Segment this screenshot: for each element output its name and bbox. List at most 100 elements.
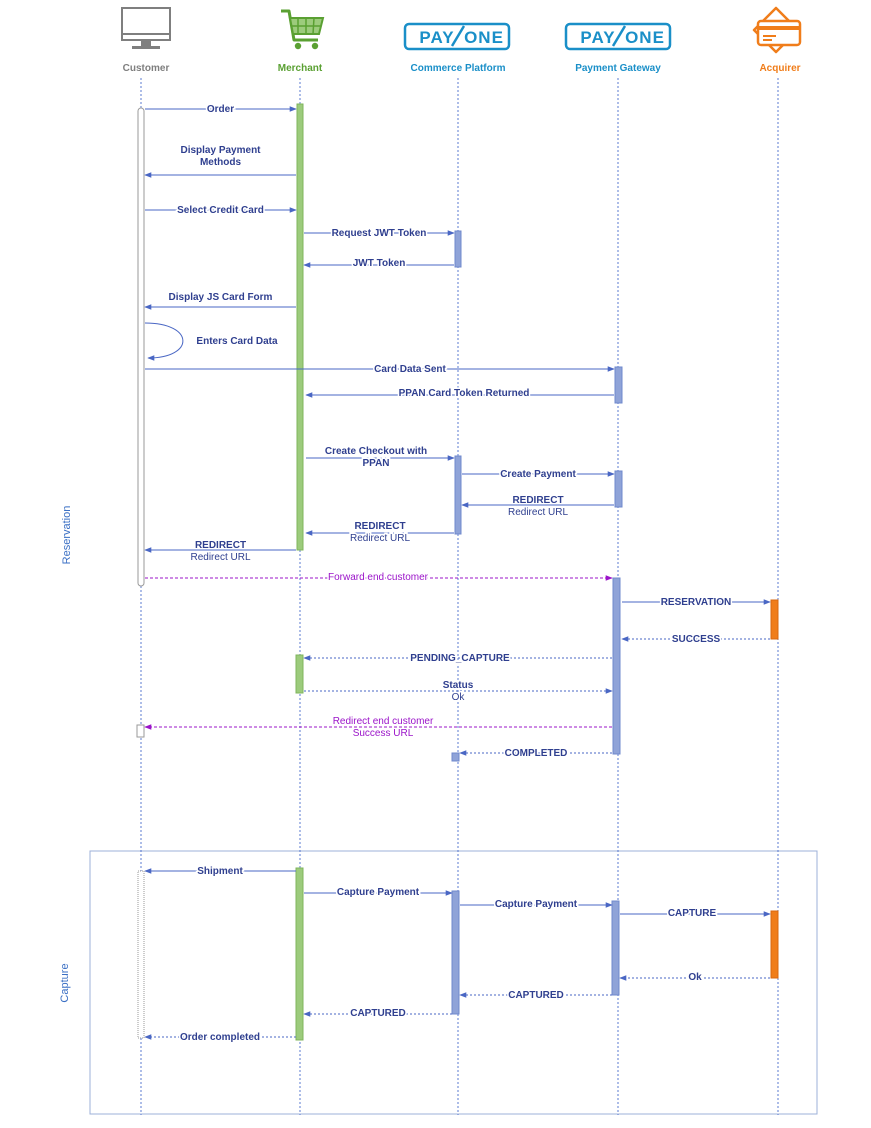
message-reservation: RESERVATION: [622, 596, 771, 610]
message-label: CAPTURED: [508, 990, 564, 1001]
message-label: Methods: [200, 157, 242, 168]
message-label: Display JS Card Form: [169, 292, 273, 303]
activation-bar-gateway: [611, 900, 620, 996]
message-label: Create Checkout with: [325, 446, 427, 457]
message-label: REDIRECT: [512, 495, 563, 506]
message-card-data-sent: Card Data Sent: [145, 363, 615, 377]
message-label: CAPTURED: [350, 1008, 406, 1019]
message-label: Ok: [688, 972, 702, 983]
frame-label-capture: Capture: [59, 963, 71, 1002]
message-label: Select Credit Card: [177, 205, 264, 216]
activation-bar-gateway: [612, 577, 621, 755]
message-capture: CAPTURE: [620, 907, 771, 921]
activation-bar-acquirer: [770, 599, 779, 640]
message-request-jwt-token: Request JWT Token: [304, 227, 455, 241]
message-captured-gw: CAPTURED: [459, 989, 612, 1003]
message-label: Display Payment: [180, 145, 261, 156]
message-label: Redirect URL: [508, 507, 568, 518]
message-capture-payment-1: Capture Payment: [304, 886, 453, 900]
message-label: REDIRECT: [195, 540, 246, 551]
activation-bar-commerce: [454, 455, 462, 535]
credit-card-icon: [752, 6, 802, 54]
message-label: Capture Payment: [337, 887, 420, 898]
message-pending-capture: PENDING_CAPTURE: [303, 652, 612, 666]
message-enters-card-data: Enters Card Data: [144, 322, 280, 361]
activation-bar-commerce: [451, 890, 460, 1015]
message-label: Redirect URL: [350, 533, 410, 544]
message-label: Redirect end customer: [333, 716, 434, 727]
actor-name-customer: Customer: [123, 63, 170, 74]
message-label: Capture Payment: [495, 899, 578, 910]
message-captured-cp: CAPTURED: [303, 1007, 452, 1021]
message-ok: Ok: [619, 971, 770, 985]
message-label: SUCCESS: [672, 634, 721, 645]
message-label: Create Payment: [500, 469, 576, 480]
message-order: Order: [145, 103, 297, 117]
monitor-icon: [121, 7, 171, 49]
message-select-credit-card: Select Credit Card: [145, 204, 297, 218]
frame-capture: Capture: [59, 850, 818, 1115]
message-label: Request JWT Token: [332, 228, 427, 239]
message-label: Order: [207, 104, 234, 115]
message-completed: COMPLETED: [459, 747, 612, 761]
message-label: JWT Token: [353, 258, 406, 269]
message-label: Forward end customer: [328, 572, 429, 583]
actor-name-merchant: Merchant: [278, 63, 323, 74]
svg-text:ONE: ONE: [625, 28, 665, 47]
actor-name-commerce-platform: Commerce Platform: [410, 63, 505, 74]
message-order-completed: Order completed: [144, 1031, 296, 1045]
message-ppan-card-token-returned: PPAN Card Token Returned: [305, 387, 614, 401]
message-forward-end-customer: Forward end customer: [145, 571, 613, 585]
activation-bar-customer: [137, 107, 145, 587]
activation-bar-merchant: [295, 867, 304, 1041]
payone-logo: PAY ONE: [564, 22, 672, 51]
message-label: Card Data Sent: [374, 364, 446, 375]
activation-bars: [136, 103, 779, 1041]
activation-bar-merchant: [295, 654, 304, 694]
message-label: CAPTURE: [668, 908, 717, 919]
message-label: Status: [443, 680, 474, 691]
activation-bar-commerce: [454, 230, 462, 268]
message-label: PPAN: [362, 458, 389, 469]
shopping-cart-icon: [281, 9, 325, 50]
actor-headers: Customer Merchant PAY ONE Commerce Platf…: [121, 6, 802, 74]
activation-bar-merchant: [296, 103, 304, 551]
message-label: RESERVATION: [661, 597, 732, 608]
svg-text:PAY: PAY: [419, 28, 454, 47]
frame-reservation: Reservation: [61, 506, 73, 565]
message-display-js-card-form: Display JS Card Form: [144, 291, 296, 310]
message-label: Success URL: [353, 728, 414, 739]
activation-bar-gateway: [614, 470, 623, 508]
message-capture-payment-2: Capture Payment: [460, 898, 613, 912]
message-label: Ok: [452, 692, 466, 703]
actor-name-payment-gateway: Payment Gateway: [575, 63, 661, 74]
message-label: Order completed: [180, 1032, 260, 1043]
activation-bar-customer: [137, 870, 145, 1039]
payone-logo: PAY ONE: [403, 22, 511, 51]
message-label: REDIRECT: [354, 521, 405, 532]
activation-bar-gateway: [614, 366, 623, 404]
message-label: Enters Card Data: [196, 336, 278, 347]
message-label: Shipment: [197, 866, 243, 877]
message-shipment: Shipment: [144, 865, 296, 879]
message-jwt-token: JWT Token: [303, 257, 454, 271]
message-label: PENDING_CAPTURE: [410, 653, 510, 664]
message-create-payment: Create Payment: [462, 468, 615, 482]
actor-name-acquirer: Acquirer: [759, 63, 800, 74]
arrow-self: [144, 322, 184, 361]
activation-bar-acquirer: [770, 910, 779, 979]
message-label: PPAN Card Token Returned: [399, 388, 530, 399]
frame-label-reservation: Reservation: [61, 506, 73, 565]
message-label: COMPLETED: [505, 748, 568, 759]
svg-text:ONE: ONE: [464, 28, 504, 47]
activation-bar-commerce: [451, 752, 460, 762]
